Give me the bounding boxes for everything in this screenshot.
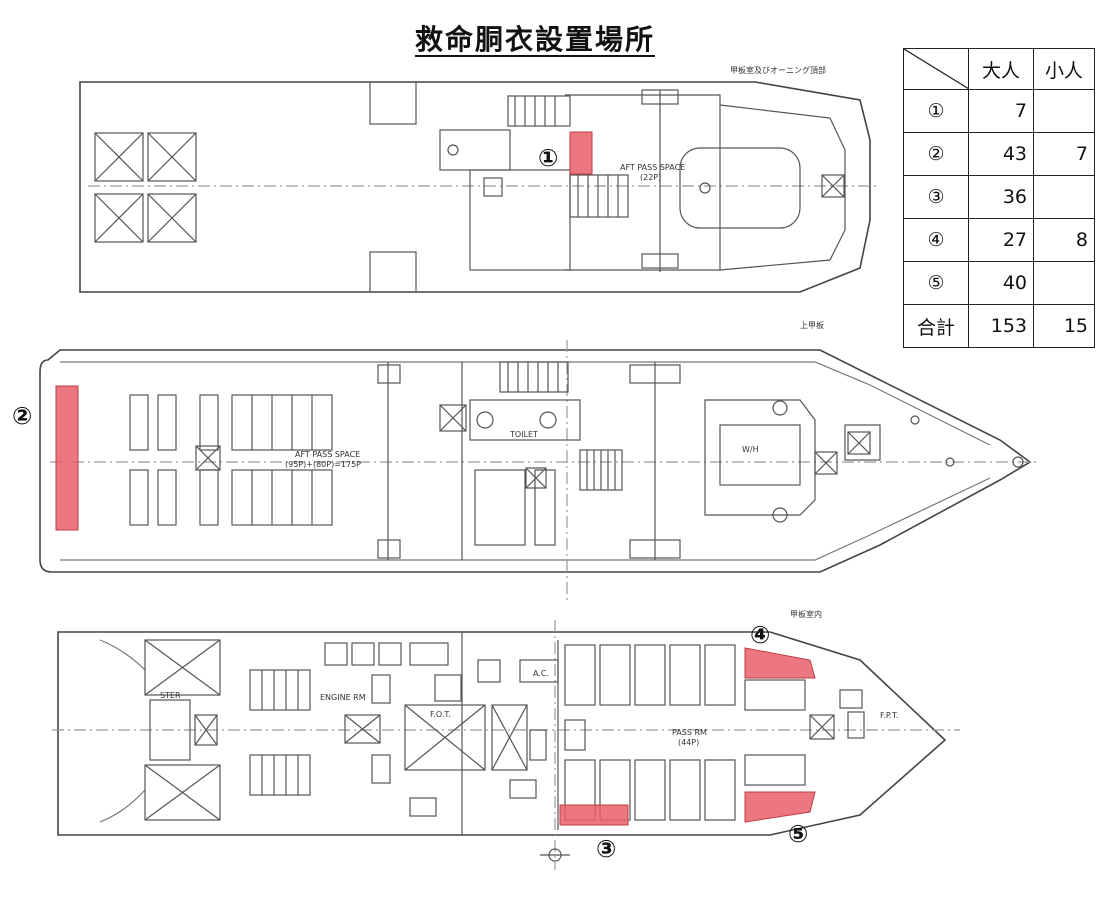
row-adult: 43 xyxy=(968,132,1034,176)
label-ac: A.C. xyxy=(533,669,549,678)
label-fpt: F.P.T. xyxy=(880,711,898,720)
row-child: 8 xyxy=(1033,218,1095,262)
row-adult: 40 xyxy=(968,261,1034,305)
table-header-row: 大人 小人 xyxy=(903,48,1095,90)
header-child: 小人 xyxy=(1033,48,1095,90)
life-jacket-location-2 xyxy=(55,385,79,531)
label-fot: F.O.T. xyxy=(430,710,451,719)
row-child xyxy=(1033,89,1095,133)
marker-1: ① xyxy=(538,144,558,172)
row-label: ⑤ xyxy=(903,261,969,305)
table-row: ④ 27 8 xyxy=(903,218,1095,262)
total-label: 合計 xyxy=(903,304,969,348)
table-row: ② 43 7 xyxy=(903,132,1095,176)
row-child xyxy=(1033,261,1095,305)
row-adult: 36 xyxy=(968,175,1034,219)
marker-3: ③ xyxy=(596,835,616,863)
table-corner-cell xyxy=(903,48,969,90)
row-adult: 27 xyxy=(968,218,1034,262)
deck-label-top: 甲板室及びオーニング頂部 xyxy=(730,65,826,75)
row-child xyxy=(1033,175,1095,219)
total-adult: 153 xyxy=(968,304,1034,348)
marker-4: ④ xyxy=(750,621,770,649)
top-deck-plan xyxy=(79,81,880,293)
row-label: ① xyxy=(903,89,969,133)
page-title: 救命胴衣設置場所 xyxy=(415,23,656,56)
label-steer: STER xyxy=(160,691,181,700)
table-row: ① 7 xyxy=(903,89,1095,133)
upper-deck-plan xyxy=(39,340,1040,600)
table-row: ⑤ 40 xyxy=(903,261,1095,305)
life-jacket-location-5 xyxy=(744,791,816,823)
label-pass-rm-cap: (44P) xyxy=(678,738,699,747)
header-adult: 大人 xyxy=(968,48,1034,90)
label-wheelhouse: W/H xyxy=(742,445,759,454)
deck-label-upper: 上甲板 xyxy=(800,320,824,330)
label-aft-pass-space-top: AFT PASS SPACE xyxy=(620,163,685,172)
label-engine-rm: ENGINE RM xyxy=(320,693,366,702)
row-label: ② xyxy=(903,132,969,176)
label-aft-pass-space-upper-cap: (95P)+(80P)=175P xyxy=(285,460,361,469)
interior-deck-plan xyxy=(52,620,960,870)
deck-label-interior: 甲板室内 xyxy=(790,609,822,619)
row-label: ④ xyxy=(903,218,969,262)
label-aft-pass-space-upper: AFT PASS SPACE xyxy=(295,450,360,459)
life-jacket-location-1 xyxy=(569,131,593,175)
label-pass-rm: PASS RM xyxy=(672,728,707,737)
marker-5: ⑤ xyxy=(788,820,808,848)
row-adult: 7 xyxy=(968,89,1034,133)
row-child: 7 xyxy=(1033,132,1095,176)
label-toilet: TOILET xyxy=(509,430,538,439)
life-jacket-highlights xyxy=(55,131,816,826)
total-child: 15 xyxy=(1033,304,1095,348)
table-row: ③ 36 xyxy=(903,175,1095,219)
table-total-row: 合計 153 15 xyxy=(903,304,1095,348)
marker-2: ② xyxy=(12,402,32,430)
row-label: ③ xyxy=(903,175,969,219)
life-jacket-location-4 xyxy=(744,647,816,679)
life-jacket-location-3 xyxy=(559,804,629,826)
label-aft-pass-space-top-cap: (22P) xyxy=(640,173,661,182)
life-jacket-count-table: 大人 小人 ① 7 ② 43 7 ③ 36 ④ 27 8 ⑤ 40 合計 153… xyxy=(903,48,1095,348)
